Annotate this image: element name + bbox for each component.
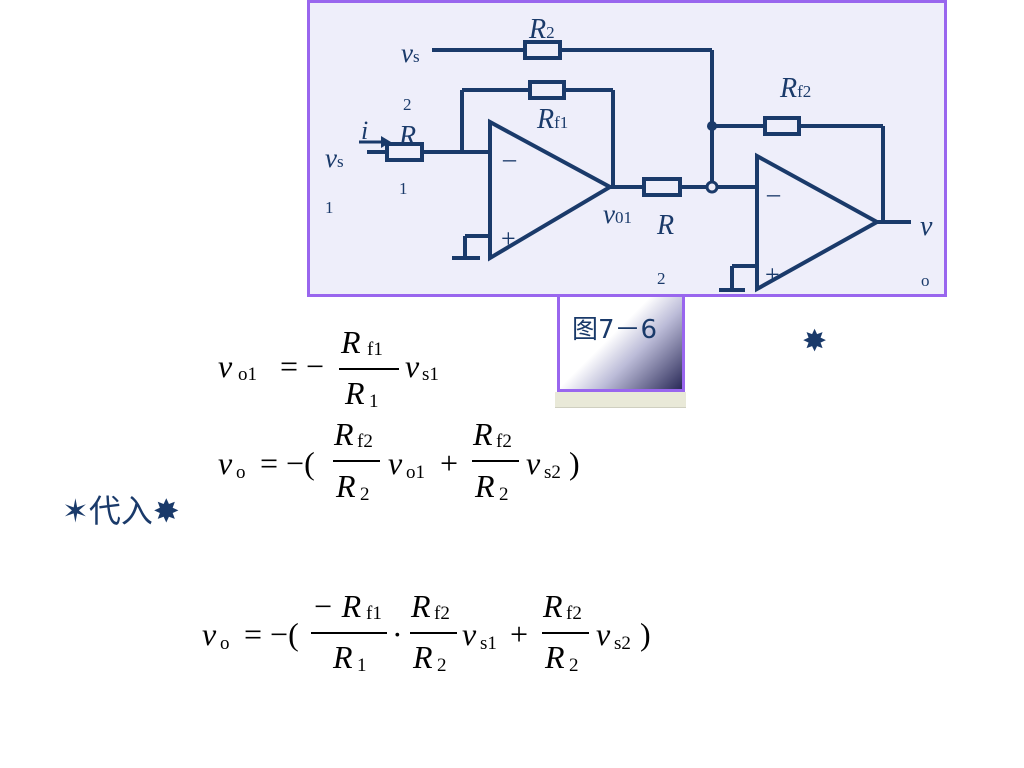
eq2-num1: R (334, 416, 354, 452)
eq2-den1: R (336, 468, 356, 504)
label-vo-index: o (921, 271, 930, 290)
eq1-op: = − (280, 348, 325, 384)
eq3-den1-sub: 1 (357, 655, 367, 676)
label-vs1-index: 1 (325, 198, 334, 217)
resistor-rf1 (528, 80, 566, 100)
eq2-t1: v (388, 445, 403, 481)
eq3-lhs: v (202, 616, 217, 652)
eq1-fraction-bar (339, 368, 399, 370)
resistor-r2-top (523, 40, 562, 60)
eq3-op: = −( (244, 616, 299, 652)
eq3-plus: + (510, 616, 529, 652)
label-vs1: vs (325, 143, 344, 173)
eq2-num2-sub: f2 (496, 431, 512, 452)
eq3-t2-sub: s2 (614, 633, 631, 654)
eq1-den-sub: 1 (369, 391, 379, 412)
op1-plus-sign: + (501, 224, 516, 253)
eq2-t2-sub: s2 (544, 462, 561, 483)
eq3-num1-sub: f1 (366, 603, 382, 624)
substitute-text: 代入 (88, 492, 153, 530)
eq3-den2-sub: 2 (437, 655, 447, 676)
eq1-num: R (341, 324, 361, 360)
eq1-den: R (345, 375, 365, 411)
eq3-den1: R (333, 639, 353, 675)
eq2-den2: R (475, 468, 495, 504)
figure-caption-button[interactable]: 图7－6 (557, 294, 685, 392)
label-vs2-index: 2 (403, 95, 412, 114)
eq3-den2: R (413, 639, 433, 675)
eq3-den3: R (545, 639, 565, 675)
eq3-dot: · (392, 616, 403, 652)
eq3-num3-sub: f2 (566, 603, 582, 624)
circuit-diagram (359, 40, 911, 293)
eq3-t1-sub: s1 (480, 633, 497, 654)
eq1-tail-sub: s1 (422, 364, 439, 385)
eq1-lhs: v (218, 348, 233, 384)
label-rf2: Rf2 (780, 73, 812, 104)
resistor-r2-mid (642, 177, 682, 197)
eq3-fraction-bar-1 (311, 632, 387, 634)
eq1-num-sub: f1 (367, 339, 383, 360)
eq3-t2: v (596, 616, 611, 652)
eq1-lhs-sub: o1 (238, 364, 257, 385)
eq2-plus: + (440, 445, 459, 481)
label-i1: i (361, 116, 369, 145)
eq3-num1: − R (312, 588, 362, 624)
eq3-den3-sub: 2 (569, 655, 579, 676)
eq1-tail: v (405, 348, 420, 384)
label-r2-mid-index: 2 (657, 269, 666, 288)
eq2-num2: R (473, 416, 493, 452)
op2-minus-sign: – (767, 179, 780, 208)
resistor-rf2 (763, 116, 801, 136)
eq3-fraction-bar-2 (410, 632, 457, 634)
eq2-close-paren: ) (569, 445, 580, 481)
eq3-t1: v (462, 616, 477, 652)
label-rf1: Rf1 (537, 104, 569, 135)
eq3-num2-sub: f2 (434, 603, 450, 624)
eq2-den2-sub: 2 (499, 484, 509, 505)
op-amp-1 (488, 118, 615, 262)
label-r1: R (399, 121, 417, 152)
eq2-lhs-sub: o (236, 462, 246, 483)
figure-caption-shadow (555, 392, 686, 408)
label-vs2: vs (401, 38, 420, 68)
eq2-lhs: v (218, 445, 233, 481)
label-vo: v (920, 211, 933, 242)
label-r2-top: R2 (529, 14, 555, 45)
op1-minus-sign: – (503, 144, 516, 173)
sum-node-circle (705, 180, 719, 194)
substitute-heading: ✶代入✸ (62, 495, 180, 527)
eq3-lhs-sub: o (220, 633, 230, 654)
eq2-den1-sub: 2 (360, 484, 370, 505)
eq3-num2: R (411, 588, 431, 624)
eq2-t1-sub: o1 (406, 462, 425, 483)
eq2-t2: v (526, 445, 541, 481)
eq3-fraction-bar-3 (542, 632, 589, 634)
junction-dot (707, 121, 717, 131)
op2-plus-sign: + (765, 260, 780, 289)
figure-caption-text: 图7－6 (572, 315, 658, 345)
star-left-icon: ✶ (62, 492, 89, 530)
star-right-icon: ✸ (152, 492, 180, 530)
eq3-close-paren: ) (640, 616, 651, 652)
star-corner-icon: ✸ (802, 324, 828, 359)
label-r1-index: 1 (399, 179, 408, 198)
op-amp-2 (755, 152, 882, 293)
label-r2-mid: R (657, 210, 675, 241)
current-arrow-icon (359, 136, 391, 148)
resistor-r1 (385, 142, 424, 162)
eq3-num3: R (543, 588, 563, 624)
eq2-num1-sub: f2 (357, 431, 373, 452)
eq2-fraction-bar-1 (333, 460, 380, 462)
label-v01: v01 (603, 199, 632, 229)
eq2-op: = −( (260, 445, 315, 481)
eq2-fraction-bar-2 (472, 460, 519, 462)
